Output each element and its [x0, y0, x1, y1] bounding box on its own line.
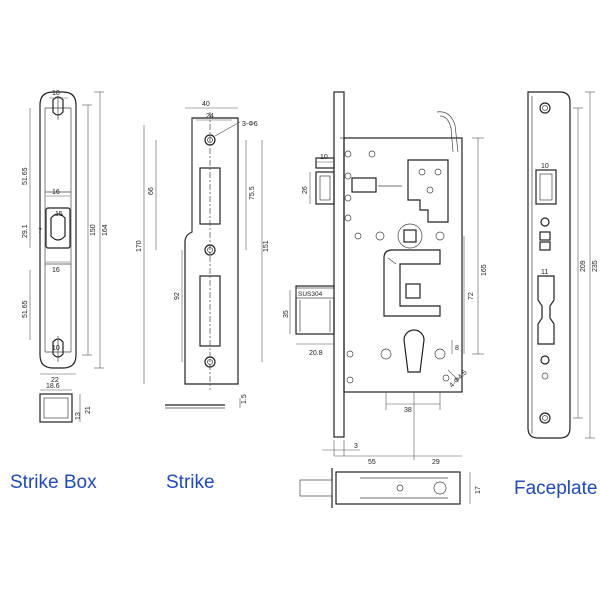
st-dim-755: 75.5 [249, 186, 256, 200]
lb-dim-35: 35 [283, 310, 290, 318]
strike-box-drawing: 10 51.65 16 29.1 7 15 16 51.65 10 22 150… [22, 90, 109, 423]
st-dim-66: 66 [148, 187, 155, 195]
lb-dim-72: 72 [468, 292, 475, 300]
st-dim-40: 40 [202, 101, 210, 108]
sb-dim-bottom-width: 22 [51, 377, 59, 384]
st-dim-92: 92 [174, 292, 181, 300]
sb-dim-15: 15 [55, 211, 63, 218]
caption-strike: Strike [166, 472, 215, 493]
caption-strike-box: Strike Box [10, 472, 97, 493]
lb-dim-3: 3 [354, 443, 358, 450]
sb-dim-bottom10: 10 [52, 345, 60, 352]
sb-dim-inner1: 16 [52, 189, 60, 196]
sb-dim-box-width: 18.6 [46, 383, 60, 390]
lock-sus304-label: SUS304 [298, 291, 323, 298]
fp-dim-235: 235 [592, 260, 599, 272]
sb-dim-slot: 29.1 [22, 224, 29, 238]
faceplate-drawing: 10 11 209 235 [527, 91, 599, 439]
lb-dim-38: 38 [404, 407, 412, 414]
lb-dim-165: 165 [481, 264, 488, 276]
sb-dim-upper: 51.65 [22, 167, 29, 185]
st-dim-15: 1.5 [241, 394, 248, 404]
sb-dim-164: 164 [102, 224, 109, 236]
lb-dim-4: 4-Φ4.5 [448, 369, 468, 389]
fp-dim-10: 10 [541, 163, 549, 170]
lb-dim-29: 29 [432, 459, 440, 466]
lb-dim-10: 10 [320, 154, 328, 161]
strike-drawing: 40 24 3-Φ6 66 75.5 170 151 92 1.5 [136, 101, 270, 409]
st-dim-24: 24 [206, 113, 214, 120]
st-dim-170: 170 [136, 240, 143, 252]
lock-body-drawing: SUS304 165 [283, 91, 488, 508]
st-dim-hole: 3-Φ6 [242, 121, 258, 128]
sb-dim-inner2: 16 [52, 267, 60, 274]
caption-faceplate: Faceplate [514, 478, 598, 499]
fp-dim-11: 11 [541, 269, 548, 276]
lb-dim-8: 8 [455, 345, 459, 352]
sb-dim-top: 10 [52, 90, 60, 97]
sb-dim-lower: 51.65 [22, 300, 29, 318]
lb-dim-17: 17 [475, 486, 482, 494]
st-dim-151: 151 [263, 240, 270, 252]
sb-dim-box21: 21 [85, 406, 92, 414]
lb-dim-26: 26 [302, 186, 309, 194]
sb-dim-box13: 13 [75, 412, 82, 420]
lb-dim-55: 55 [368, 459, 376, 466]
sb-dim-150: 150 [90, 224, 97, 236]
lb-dim-208: 20.8 [309, 350, 323, 357]
sb-dim-7: 7 [38, 228, 42, 235]
sus304-plate [295, 287, 335, 299]
fp-dim-209: 209 [580, 260, 587, 272]
